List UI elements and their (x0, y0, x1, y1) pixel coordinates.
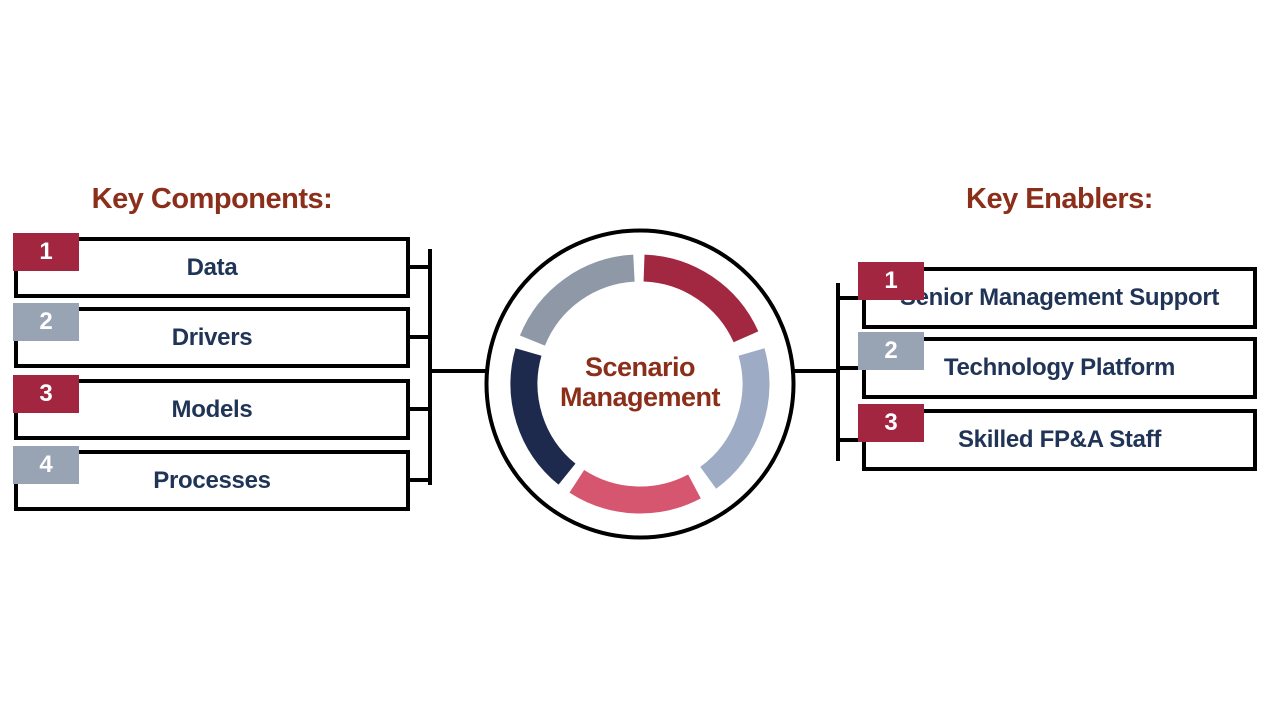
center-title: Scenario Management (480, 352, 800, 412)
left-heading: Key Components: (91, 183, 333, 215)
connector-main-left (430, 369, 488, 373)
connector-stub-processes (410, 478, 432, 482)
enabler-label-technology-platform: Technology Platform (943, 354, 1176, 382)
enabler-box-senior-management-support: Senior Management Support (862, 267, 1257, 329)
enabler-number-badge-1: 1 (858, 262, 924, 300)
center-title-line1: Scenario (584, 352, 696, 382)
segment-right-bluegray (699, 348, 770, 489)
connector-stub-technology-platform (838, 366, 864, 370)
connector-stub-skilled-fpa-staff (838, 438, 864, 442)
segment-left-navy (510, 348, 576, 485)
segment-top-right-crimson (643, 254, 759, 343)
component-number-badge-1: 1 (13, 233, 79, 271)
component-number-badge-2: 2 (13, 303, 79, 341)
connector-stub-models (410, 407, 432, 411)
component-number-badge-3: 3 (13, 375, 79, 413)
enabler-label-senior-management-support: Senior Management Support (899, 284, 1220, 312)
enabler-number-badge-3: 3 (858, 404, 924, 442)
segment-bottom-pink (569, 469, 701, 514)
connector-stub-data (410, 265, 432, 269)
segment-top-left-gray (519, 254, 636, 346)
connector-vertical-right (836, 283, 840, 461)
connector-stub-senior-management (838, 296, 864, 300)
component-number-badge-4: 4 (13, 446, 79, 484)
component-box-models: Models (14, 379, 410, 440)
connector-vertical-left (428, 249, 432, 485)
connector-stub-drivers (410, 335, 432, 339)
enabler-number-badge-2: 2 (858, 332, 924, 370)
right-heading: Key Enablers: (966, 183, 1153, 215)
enabler-box-skilled-fpa-staff: Skilled FP&A Staff (862, 409, 1257, 471)
component-label-drivers: Drivers (171, 323, 253, 351)
connector-main-right (792, 369, 840, 373)
component-box-drivers: Drivers (14, 307, 410, 368)
scenario-management-ring (484, 228, 796, 540)
center-title-line2: Management (559, 382, 721, 412)
component-box-data: Data (14, 237, 410, 298)
component-label-data: Data (186, 253, 238, 281)
enabler-label-skilled-fpa-staff: Skilled FP&A Staff (957, 426, 1162, 454)
component-label-processes: Processes (153, 466, 271, 494)
component-label-models: Models (171, 395, 253, 423)
